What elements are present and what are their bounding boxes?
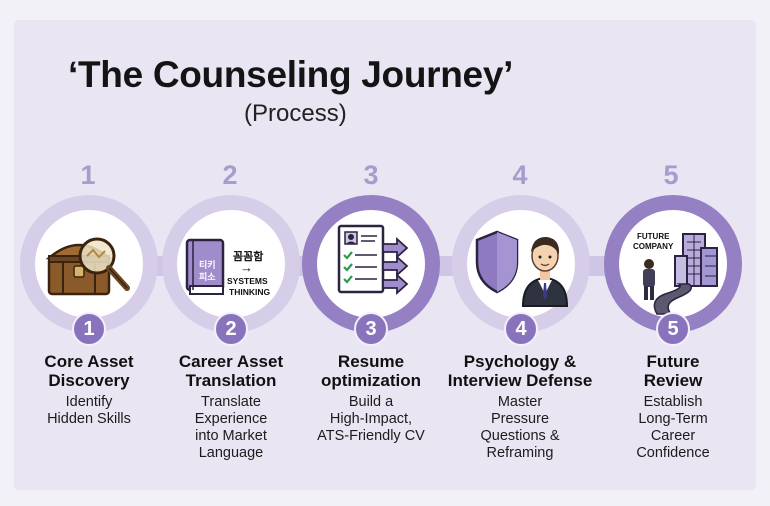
thinking-label: THINKING [229,287,271,297]
step-ring-4 [452,195,590,333]
systems-label: SYSTEMS [227,276,268,286]
step-title: Psychology &Interview Defense [447,352,593,390]
step-ring-1 [20,195,158,333]
step-ring-3 [302,195,440,333]
step-badge: 4 [504,312,538,346]
page-title: ‘The Counseling Journey’ [68,54,514,95]
future-label: FUTURE [637,232,670,241]
book-text: 피소 [199,272,216,282]
step-badge: 3 [354,312,388,346]
shield-person-icon [475,230,569,307]
resume-checklist-icon [337,224,409,296]
arrow-right-icon: → [240,260,253,275]
step-ring-5: FUTURE COMPANY [604,195,742,333]
step-badge: 5 [656,312,690,346]
step-ring-2: 티키 피소 꼼꼼함 → SYSTEMS THINKING [162,195,300,333]
book-text: 티키 [199,260,216,270]
future-company-path-icon [643,233,718,315]
book-translation-icon [185,238,225,295]
step-badge: 1 [72,312,106,346]
step-badge: 2 [214,312,248,346]
page-subtitle: (Process) [244,100,347,127]
company-label: COMPANY [633,242,674,251]
step-number-large: 1 [80,160,96,190]
step-number-large: 3 [363,160,379,190]
step-number-large: 2 [222,160,238,190]
treasure-chest-magnifier-icon [45,237,130,296]
korean-word: 꼼꼼함 [233,251,264,263]
step-number-large: 4 [512,160,528,190]
step-number-large: 5 [663,160,679,190]
